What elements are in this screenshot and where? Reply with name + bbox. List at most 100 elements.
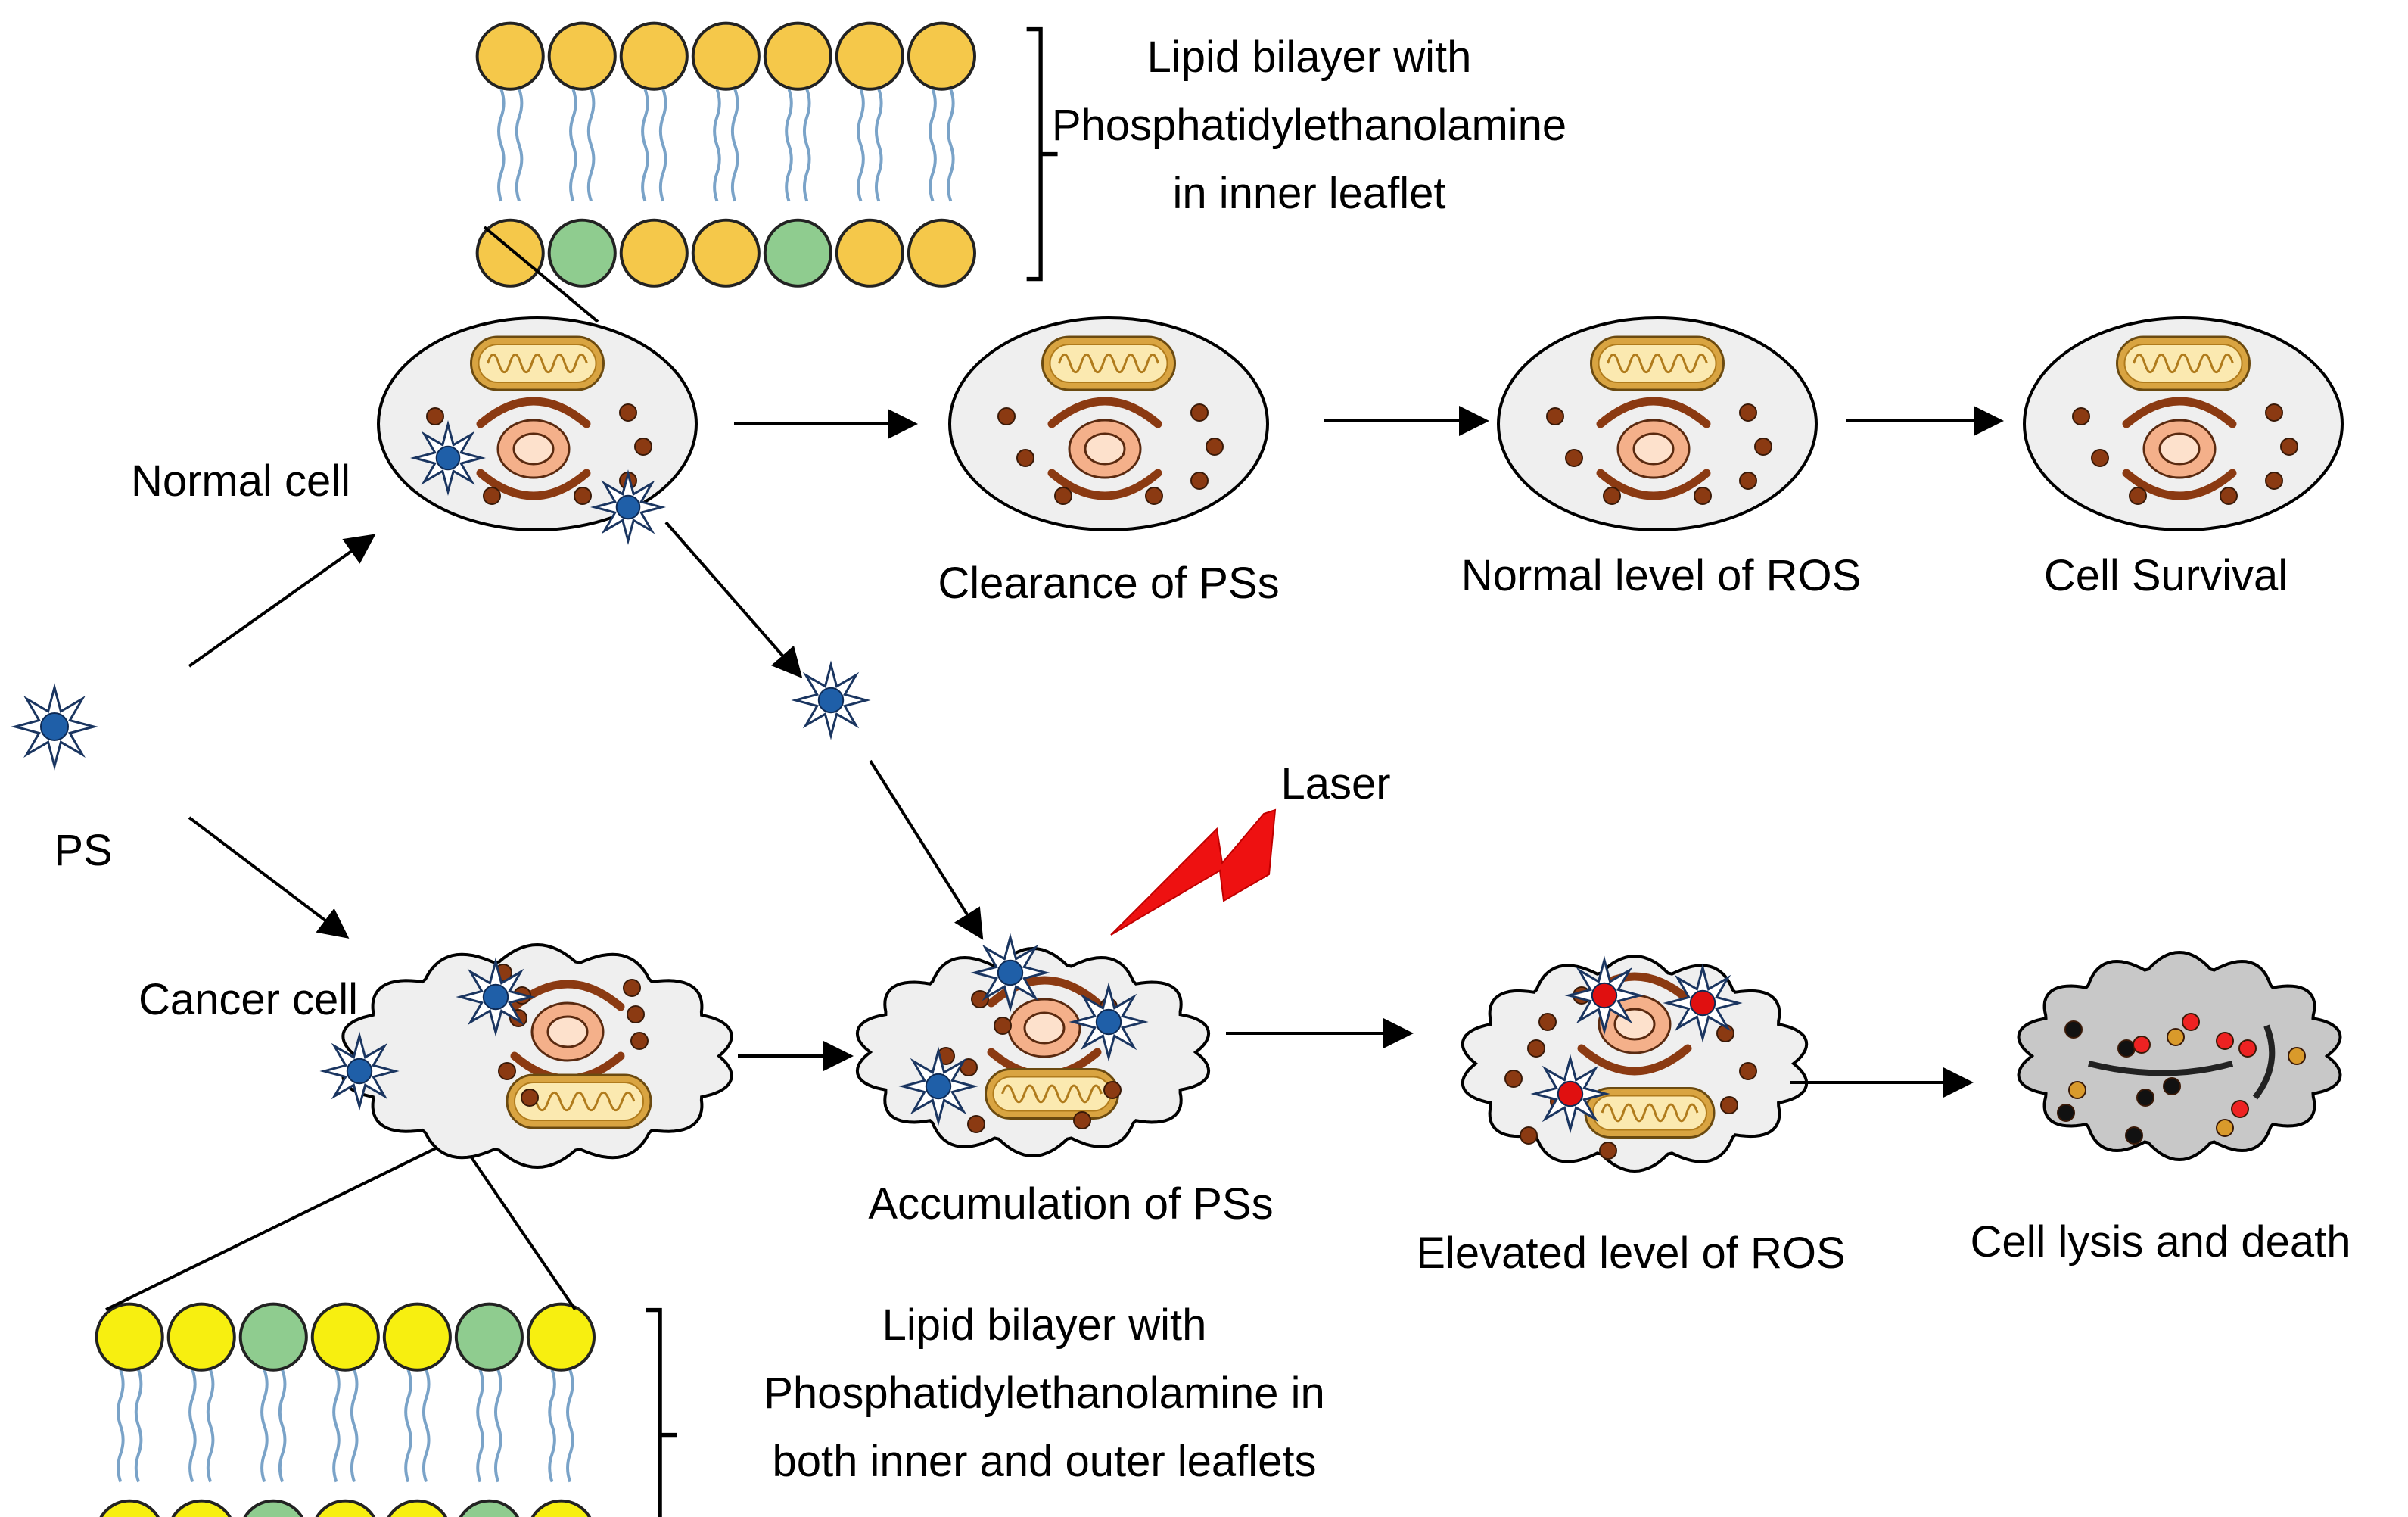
vesicle (623, 979, 641, 997)
activated-ps-icon (1530, 1054, 1610, 1134)
nucleus-golgi (1596, 397, 1711, 500)
lipid-head (166, 1302, 236, 1372)
ps-molecule-icon (456, 957, 536, 1037)
vesicle (1103, 1081, 1122, 1099)
mitochondrion-icon (985, 1068, 1119, 1120)
golgi-arc (476, 469, 591, 500)
arrow-ps-to-cancer (188, 816, 350, 939)
cancer-cell-label: Cancer cell (138, 975, 358, 1024)
vesicle (1720, 1096, 1738, 1114)
activated-ps-icon (1663, 963, 1743, 1043)
lipid-head-pe (238, 1302, 308, 1372)
vesicle (2091, 449, 2109, 467)
golgi-arc (1596, 397, 1711, 428)
clearance-label: Clearance of PSs (938, 559, 1279, 608)
vesicle (2231, 1100, 2249, 1118)
lipid-head (907, 21, 976, 91)
vesicle (2057, 1104, 2075, 1122)
vesicle (967, 1115, 985, 1133)
vesicle (2129, 487, 2147, 505)
vesicle (1739, 403, 1757, 422)
bilayer-bottom-line1: Lipid bilayer with (882, 1301, 1207, 1350)
vesicle (521, 1089, 539, 1107)
nucleolus (2158, 432, 2201, 466)
lipid-head (387, 1499, 448, 1517)
lipid-tail (494, 1369, 502, 1483)
vesicle (2064, 1020, 2083, 1039)
vesicle (498, 1062, 516, 1080)
zoom-line-bottom-left (105, 1142, 447, 1311)
membrane-fragment (2088, 1061, 2234, 1076)
vesicle (1739, 1062, 1757, 1080)
nucleolus (1023, 1011, 1066, 1045)
lipid-tails (117, 1369, 574, 1483)
vesicle (1190, 403, 1209, 422)
ps-core (435, 445, 461, 471)
ps-molecule-icon (11, 683, 98, 771)
lipid-head (835, 218, 904, 288)
vesicle (574, 487, 592, 505)
lipid-head (547, 21, 617, 91)
lipid-tail (947, 89, 955, 202)
vesicle (2238, 1039, 2257, 1058)
zoom-line-top (483, 226, 599, 323)
vesicle (1739, 472, 1757, 490)
cancer-cell (319, 942, 733, 1170)
lipid-head (315, 1499, 376, 1517)
vesicle (426, 407, 444, 425)
golgi-arc (987, 976, 1102, 1008)
lipid-tail (641, 89, 649, 202)
mitochondrion-icon (506, 1073, 652, 1129)
lipid-head-pe (763, 218, 832, 288)
nucleus-golgi (987, 976, 1102, 1079)
mitochondrion-icon (2116, 335, 2251, 391)
golgi-arc (2122, 397, 2237, 428)
bilayer-top-line2: Phosphatidylethanolamine (1052, 101, 1566, 150)
lipid-head (382, 1302, 452, 1372)
lipid-tail (875, 89, 883, 202)
vesicle (1599, 1142, 1617, 1160)
lipid-head (619, 218, 689, 288)
mitochondrion-icon (1041, 335, 1176, 391)
golgi-arc (1577, 1044, 1692, 1076)
normal-cell-ros (1497, 316, 1818, 531)
elevated-ros-label: Elevated level of ROS (1416, 1229, 1845, 1278)
golgi-arc (1047, 397, 1162, 428)
vesicle (634, 438, 652, 456)
lipid-tail (857, 89, 865, 202)
vesicle (1190, 472, 1209, 490)
vesicle (1073, 1111, 1091, 1129)
normal-cell (377, 316, 698, 546)
ps-core (925, 1073, 952, 1100)
vesicle (2133, 1036, 2151, 1054)
lipid-tail (350, 1369, 359, 1483)
lipid-bilayer-bottom (95, 1302, 677, 1517)
vesicle (483, 487, 501, 505)
vesicle (994, 1017, 1012, 1035)
vesicle (2216, 1032, 2234, 1050)
nucleus-golgi (1047, 397, 1162, 500)
lipid-tail (422, 1369, 431, 1483)
lipid-tail (586, 89, 596, 202)
lipid-head-pe (243, 1499, 304, 1517)
vesicle (2265, 472, 2283, 490)
golgi-arc (1596, 469, 1711, 500)
vesicle (1546, 407, 1564, 425)
vesicle (1520, 1126, 1538, 1145)
ps-label: PS (54, 826, 112, 875)
ps-core (615, 494, 641, 520)
ps-core (346, 1058, 373, 1085)
lipid-tail (117, 1369, 125, 1483)
lipid-tail (188, 1369, 197, 1483)
vesicle (1054, 487, 1072, 505)
lipid-tail (497, 89, 506, 202)
ps-molecule-icon (319, 1031, 400, 1111)
ps-core (1557, 1080, 1584, 1107)
lipid-tail (802, 89, 811, 202)
golgi-arc (2122, 469, 2237, 500)
lipid-tail (569, 89, 577, 202)
lipid-tail (929, 89, 937, 202)
bilayer-bottom-line3: both inner and outer leaflets (772, 1437, 1316, 1486)
ps-core (1591, 982, 1618, 1009)
